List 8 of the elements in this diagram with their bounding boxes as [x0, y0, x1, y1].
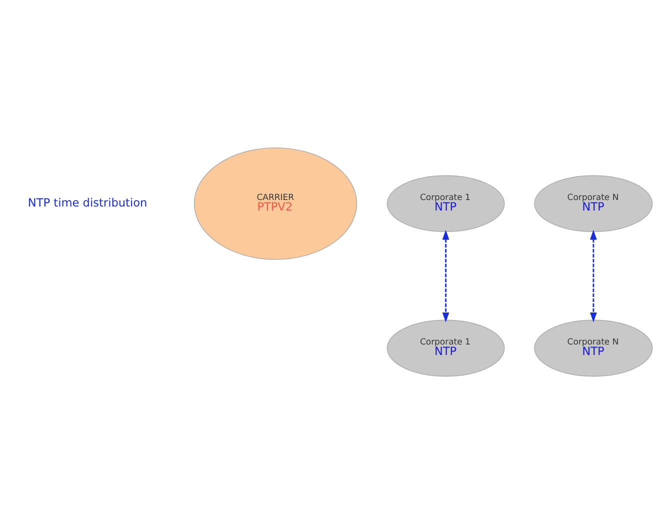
node-ellipse: CARRIER PTPV2 [194, 146, 358, 260]
node-ellipse: Corporate 1 NTP [386, 319, 505, 376]
arrow [442, 229, 450, 322]
node-ellipse: Corporate 1 NTP [386, 174, 505, 232]
arrow [590, 229, 597, 322]
legend-label: NTP time distribution [28, 196, 148, 209]
node-ellipse: Corporate N NTP [534, 319, 653, 376]
node-ellipse: Corporate N NTP [534, 174, 653, 232]
